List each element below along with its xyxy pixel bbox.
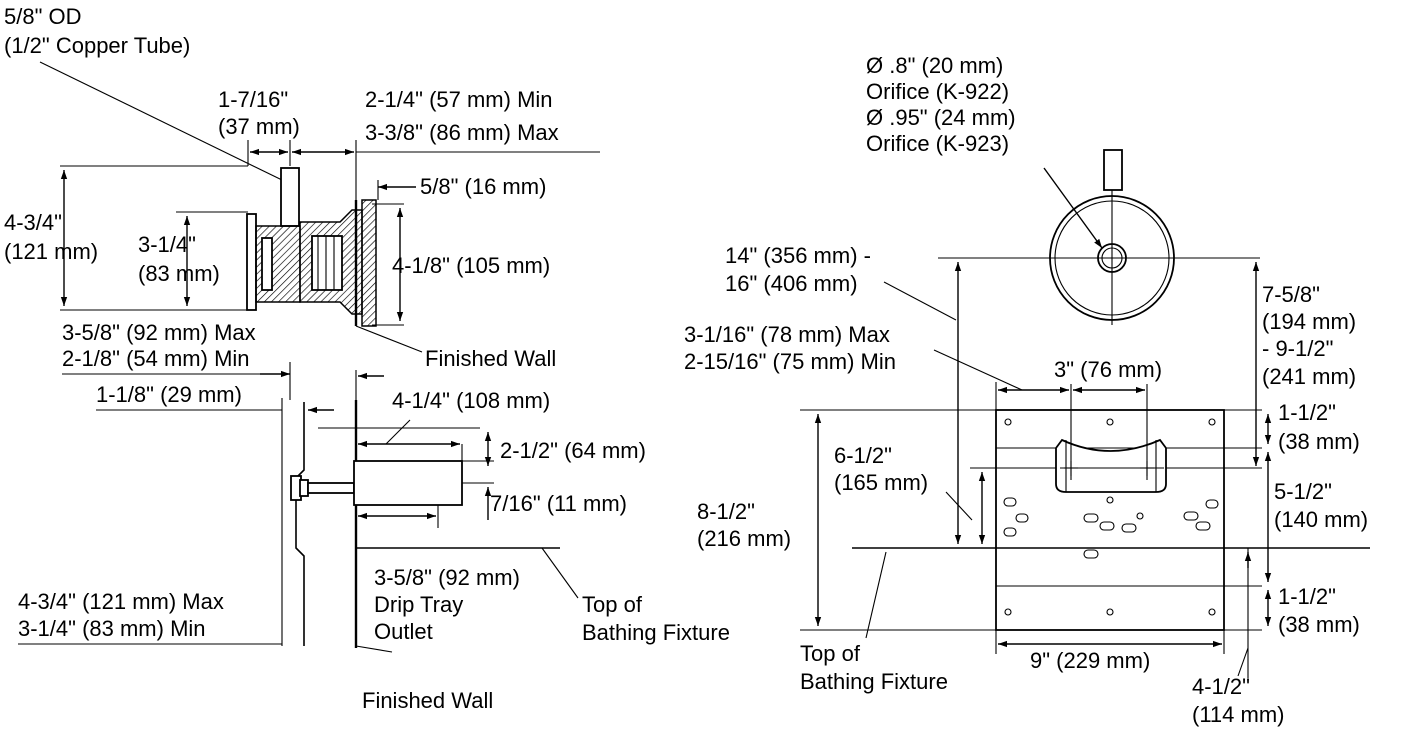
orifice-k923-dia: Ø .95" (24 mm) <box>866 105 1016 130</box>
top-fixture-label-right: Top of <box>800 641 861 666</box>
copper-tube <box>280 167 300 227</box>
dim-4-3-4-max: 4-3/4" (121 mm) Max <box>18 589 224 614</box>
dim-4-1-2: 4-1/2" <box>1192 674 1250 699</box>
top-fixture-leader-left <box>541 547 579 599</box>
slot <box>1183 511 1199 521</box>
orifice-k923: Orifice (K-923) <box>866 131 1009 156</box>
dim-1-7-16: 1-7/16" <box>218 87 288 112</box>
dim-4-3-4: 4-3/4" <box>4 210 62 235</box>
dim-2-1-2: 2-1/2" (64 mm) <box>500 438 646 463</box>
bathing-fixture-label-right: Bathing Fixture <box>800 669 948 694</box>
dim-7-5-8: 7-5/8" <box>1262 282 1320 307</box>
dim-1-1-2-top-mm: (38 mm) <box>1278 429 1360 454</box>
dim-3-1-4-min: 3-1/4" (83 mm) Min <box>18 616 206 641</box>
nut-2 <box>299 479 309 497</box>
slot <box>1003 497 1017 507</box>
dim-4-1-4: 4-1/4" (108 mm) <box>392 388 550 413</box>
screw-hole <box>1106 496 1114 504</box>
dim-9-1-2-mm: (241 mm) <box>1262 364 1356 389</box>
top-fixture-leader-right <box>865 551 887 639</box>
dim-1-1-2-bot-mm: (38 mm) <box>1278 612 1360 637</box>
dim-7-5-8-mm: (194 mm) <box>1262 309 1356 334</box>
dim-9: 9" (229 mm) <box>1030 648 1150 673</box>
dim-4-3-4-mm: (121 mm) <box>4 239 98 264</box>
bathing-fixture-label-left: Bathing Fixture <box>582 620 730 645</box>
drip-tray-label: Drip Tray <box>374 592 463 617</box>
orifice-k922: Orifice (K-922) <box>866 79 1009 104</box>
dim-5-1-2: 5-1/2" <box>1274 479 1332 504</box>
dim-1-7-16-mm: (37 mm) <box>218 114 300 139</box>
saddle-bracket <box>1055 438 1167 493</box>
slot <box>1083 549 1099 559</box>
dim-3-1-16-max: 3-1/16" (78 mm) Max <box>684 322 890 347</box>
dim-5-1-2-mm: (140 mm) <box>1274 507 1368 532</box>
side-view: 5/8" OD (1/2" Copper Tube) 1-7/16" (37 m… <box>4 4 600 400</box>
dim-1-1-2-bot: 1-1/2" <box>1278 584 1336 609</box>
lower-view: 1-1/8" (29 mm) 4-1/4" (108 mm) 2-1/2" (6… <box>18 382 730 713</box>
slot <box>1015 513 1029 523</box>
screw-hole <box>1004 608 1012 616</box>
escutcheon <box>361 199 377 327</box>
orifice-k922-dia: Ø .8" (20 mm) <box>866 53 1003 78</box>
slot <box>1195 521 1211 531</box>
slot <box>1121 523 1137 533</box>
outlet-pipe <box>307 482 355 494</box>
screw-hole <box>1004 418 1012 426</box>
slot <box>1205 499 1219 509</box>
slot <box>1003 527 1017 537</box>
dim-3: 3" (76 mm) <box>1054 357 1162 382</box>
valve-core <box>311 235 343 291</box>
od-label: 5/8" OD <box>4 4 82 29</box>
spout-neck <box>1103 149 1123 191</box>
slot <box>1099 521 1115 531</box>
dim-3-3-8-max: 3-3/8" (86 mm) Max <box>365 120 559 145</box>
dim-9-1-2: - 9-1/2" <box>1262 336 1333 361</box>
leader-14 <box>883 281 957 321</box>
orifice-leader <box>1043 167 1103 249</box>
finished-wall-leader-top <box>355 325 423 353</box>
copper-tube-label: (1/2" Copper Tube) <box>4 33 190 58</box>
screw-hole <box>1106 608 1114 616</box>
screw-hole <box>1208 608 1216 616</box>
screw-hole <box>1136 512 1144 520</box>
dim-2-1-4-min: 2-1/4" (57 mm) Min <box>365 87 553 112</box>
dim-3-1-4-mm: (83 mm) <box>138 261 220 286</box>
leader-6-1-2 <box>945 491 973 521</box>
outlet-label: Outlet <box>374 619 433 644</box>
dim-5-8: 5/8" (16 mm) <box>420 174 546 199</box>
dim-4-1-2-mm: (114 mm) <box>1192 702 1285 727</box>
screw-hole <box>1208 418 1216 426</box>
dim-2-1-8-min: 2-1/8" (54 mm) Min <box>62 346 250 371</box>
slot <box>1083 513 1099 523</box>
mounting-bracket <box>295 402 305 646</box>
dim-1-1-2-top: 1-1/2" <box>1278 400 1336 425</box>
od-leader <box>39 61 283 181</box>
dim-2-15-16-min: 2-15/16" (75 mm) Min <box>684 349 896 374</box>
finished-wall-label-top: Finished Wall <box>425 346 556 371</box>
top-fixture-label-left: Top of <box>582 592 643 617</box>
dim-6-1-2: 6-1/2" <box>834 443 892 468</box>
dim-8-1-2: 8-1/2" <box>697 499 755 524</box>
valve-insert <box>261 237 273 291</box>
screw-hole <box>1106 418 1114 426</box>
drip-tray-dim: 3-5/8" (92 mm) <box>374 565 520 590</box>
dim-8-1-2-mm: (216 mm) <box>697 526 791 551</box>
dim-3-5-8-max: 3-5/8" (92 mm) Max <box>62 320 256 345</box>
dim-7-16: 7/16" (11 mm) <box>490 491 627 516</box>
dim-16: 16" (406 mm) <box>725 271 858 296</box>
mount-flange <box>246 213 257 311</box>
leader-4-1-2 <box>1237 647 1249 677</box>
drip-tray-body <box>353 460 463 506</box>
finished-wall-leader-bottom <box>355 645 393 653</box>
finished-wall-label-bottom: Finished Wall <box>362 688 493 713</box>
dim-6-1-2-mm: (165 mm) <box>834 470 928 495</box>
leader <box>385 419 411 445</box>
dim-1-1-8: 1-1/8" (29 mm) <box>96 382 242 407</box>
leader-3-1-16 <box>933 349 1023 391</box>
dim-4-1-8: 4-1/8" (105 mm) <box>392 253 550 278</box>
dim-14: 14" (356 mm) - <box>725 243 871 268</box>
front-view: Ø .8" (20 mm) Orifice (K-922) Ø .95" (24… <box>684 53 1370 727</box>
